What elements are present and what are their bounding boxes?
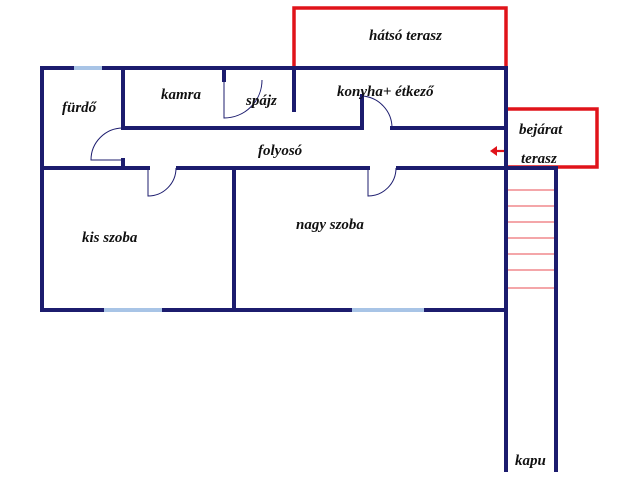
doors [90, 79, 397, 197]
label-konyha-etkezo: konyha+ étkező [337, 84, 435, 100]
label-furdo: fürdő [62, 100, 98, 116]
label-kis-szoba: kis szoba [82, 230, 138, 246]
label-bejarat: bejárat [519, 122, 563, 138]
label-nagy-szoba: nagy szoba [296, 217, 364, 233]
label-folyoso: folyosó [258, 143, 302, 159]
label-spajz: spájz [245, 93, 277, 109]
label-kamra: kamra [161, 87, 202, 103]
label-terasz: terasz [521, 151, 557, 167]
label-kapu: kapu [515, 453, 546, 469]
rear-terrace-outline [292, 6, 508, 68]
entrance-arrow-icon [490, 146, 504, 156]
staircase [507, 189, 556, 289]
windows [74, 66, 424, 312]
label-hatso-terasz: hátsó terasz [369, 28, 442, 44]
